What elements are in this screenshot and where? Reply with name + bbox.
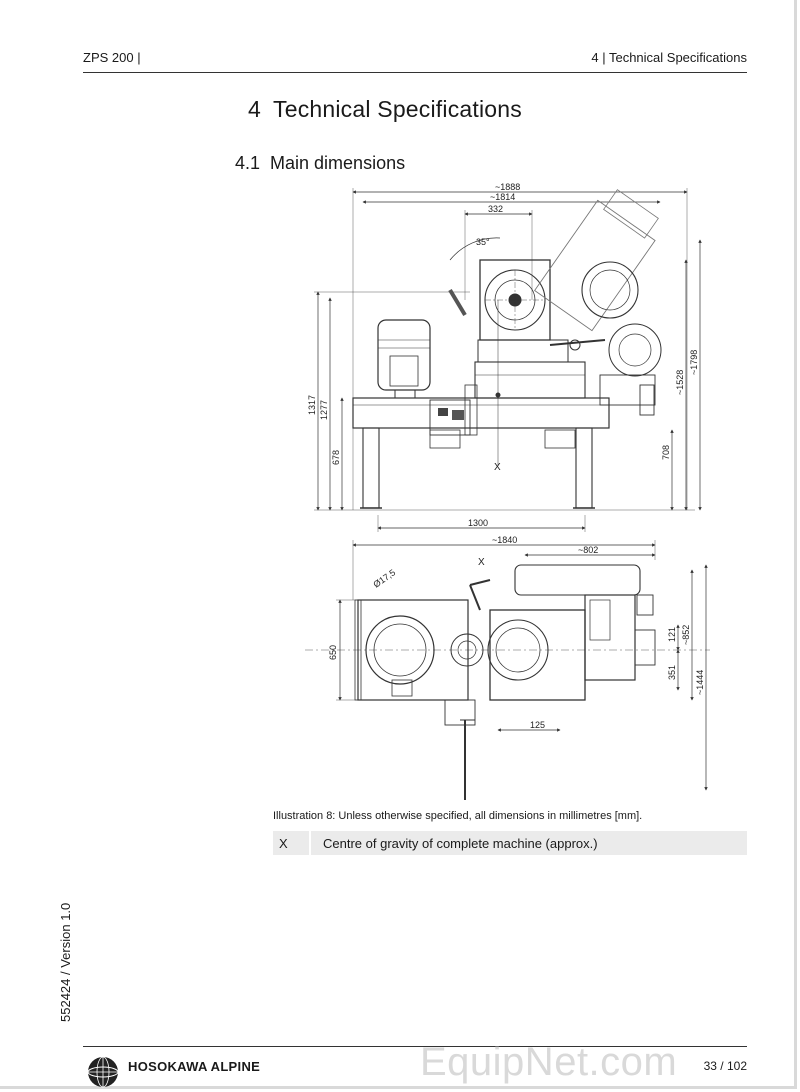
dim-overall-width: ~1888 bbox=[495, 182, 520, 192]
dim-852: ~852 bbox=[681, 625, 691, 645]
dim-708: 708 bbox=[661, 445, 671, 460]
dim-125: 125 bbox=[530, 720, 545, 730]
legend-row: X Centre of gravity of complete machine … bbox=[273, 831, 747, 855]
section-number: 4.1 bbox=[235, 153, 261, 173]
company-name: HOSOKAWA ALPINE bbox=[128, 1059, 261, 1074]
section-heading: 4.1 Main dimensions bbox=[235, 153, 405, 174]
figure-caption: Illustration 8: Unless otherwise specifi… bbox=[273, 810, 643, 822]
header-product: ZPS 200 | bbox=[83, 50, 141, 65]
side-view bbox=[314, 188, 702, 511]
cog-label-side: X bbox=[494, 462, 501, 473]
dim-1444: ~1444 bbox=[695, 670, 705, 695]
header-chapter: 4 | Technical Specifications bbox=[591, 50, 747, 65]
page-number: 33 / 102 bbox=[703, 1059, 747, 1073]
watermark: EquipNet.com bbox=[420, 1040, 678, 1084]
dim-1277: 1277 bbox=[319, 400, 329, 420]
dim-351: 351 bbox=[667, 665, 677, 680]
dim-121: 121 bbox=[667, 627, 677, 642]
dim-802: ~802 bbox=[578, 545, 598, 555]
dim-1300: 1300 bbox=[468, 518, 488, 528]
legend-description: Centre of gravity of complete machine (a… bbox=[323, 835, 598, 851]
dim-678: 678 bbox=[331, 450, 341, 465]
dim-upper-width: ~1814 bbox=[490, 192, 515, 202]
technical-drawing: ~1888 ~1814 332 35° 1317 1277 678 708 ~1… bbox=[305, 182, 710, 800]
section-title: Main dimensions bbox=[270, 153, 406, 173]
dim-1798: ~1798 bbox=[689, 350, 699, 375]
top-view bbox=[305, 540, 710, 800]
dim-1317: 1317 bbox=[307, 395, 317, 415]
dim-650: 650 bbox=[328, 645, 338, 660]
cog-label-top: X bbox=[478, 557, 485, 568]
legend-separator bbox=[309, 831, 311, 855]
legend-table: X Centre of gravity of complete machine … bbox=[273, 831, 747, 855]
dim-1840: ~1840 bbox=[492, 535, 517, 545]
page-footer: HOSOKAWA ALPINE 33 / 102 bbox=[83, 1046, 747, 1088]
dim-angle: 35° bbox=[476, 237, 490, 247]
chapter-number: 4 bbox=[248, 96, 261, 122]
dim-1528: ~1528 bbox=[675, 370, 685, 395]
company-logo-icon bbox=[87, 1056, 119, 1088]
legend-key: X bbox=[279, 835, 288, 851]
chapter-heading: 4 Technical Specifications bbox=[248, 96, 522, 123]
dim-332: 332 bbox=[488, 204, 503, 214]
chapter-title: Technical Specifications bbox=[273, 96, 522, 122]
document-version: 552424 / Version 1.0 bbox=[58, 902, 73, 1022]
page-header: ZPS 200 | 4 | Technical Specifications bbox=[83, 50, 747, 73]
dim-diameter: Ø17,5 bbox=[371, 567, 397, 589]
